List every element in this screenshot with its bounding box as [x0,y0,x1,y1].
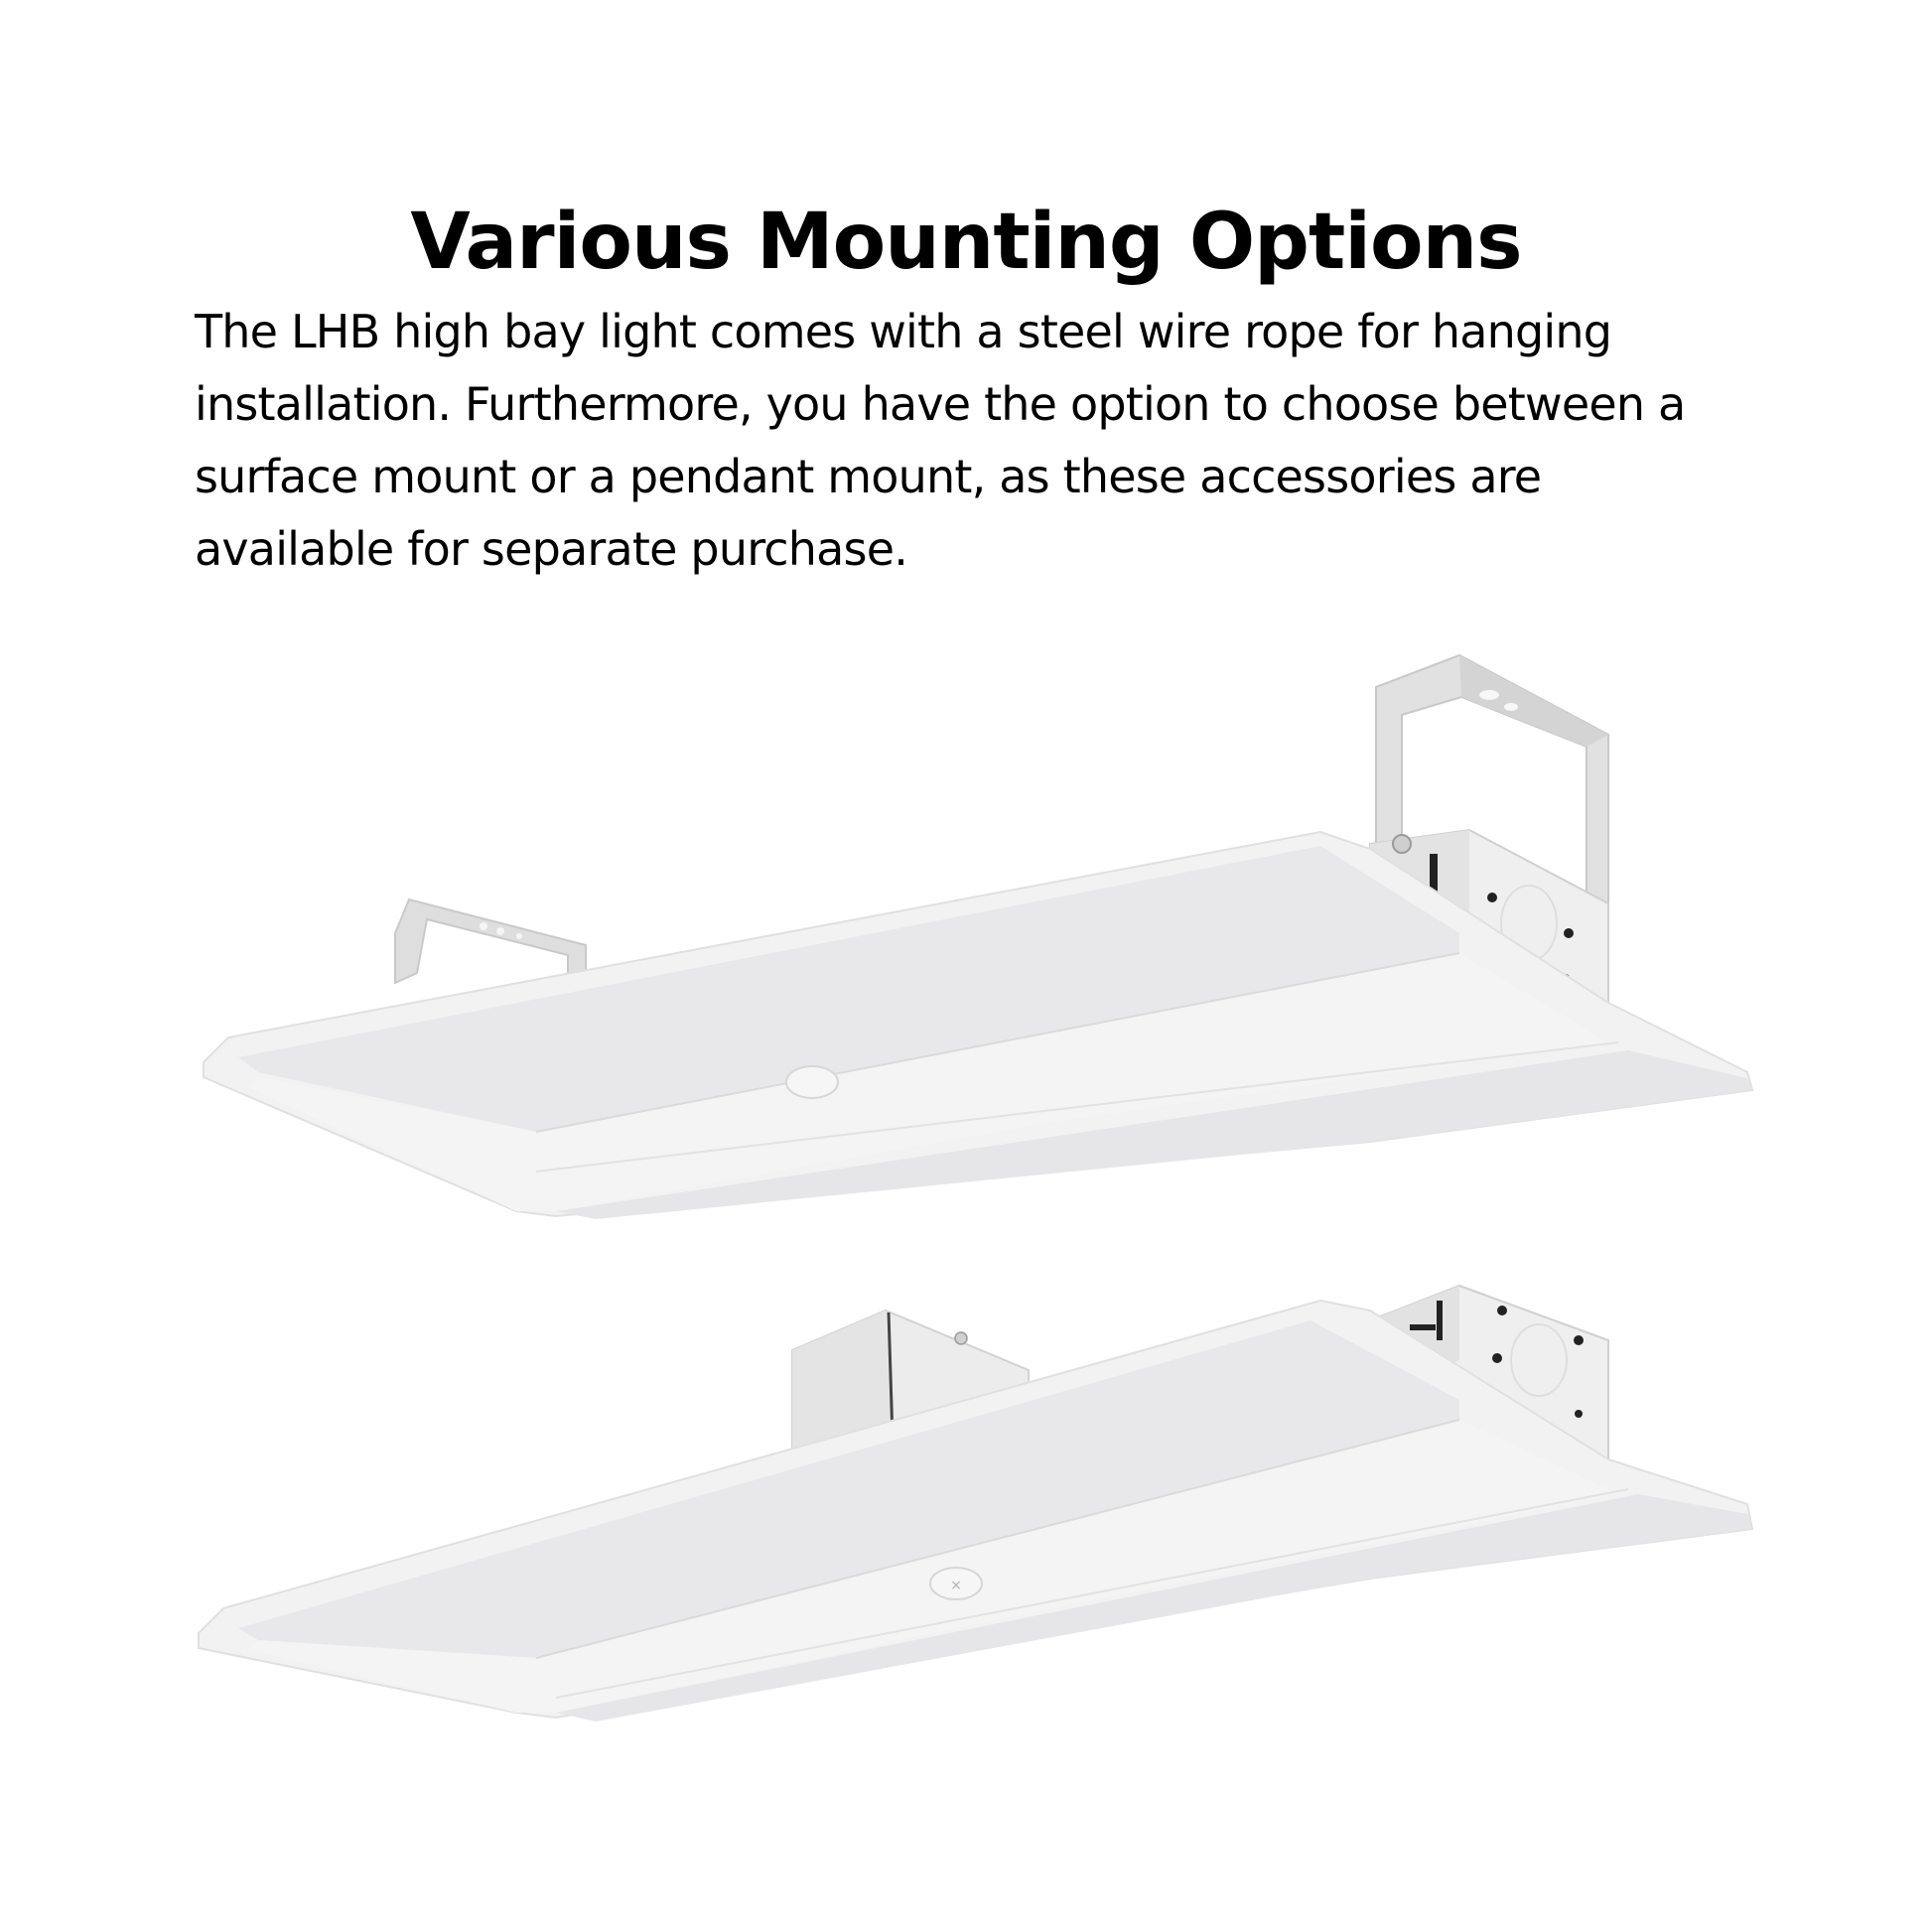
high-bay-light-u-bracket-image [0,635,1932,1251]
page-title: Various Mounting Options [410,198,1522,287]
fixture-housing-icon [203,830,1754,1219]
high-bay-light-surface-mount-image: × [0,1281,1932,1797]
u-bracket-left-icon [394,897,587,985]
fixture-housing-icon: × [198,1299,1754,1722]
feature-description: The LHB high bay light comes with a stee… [195,305,1686,576]
svg-text:×: × [950,1578,962,1593]
